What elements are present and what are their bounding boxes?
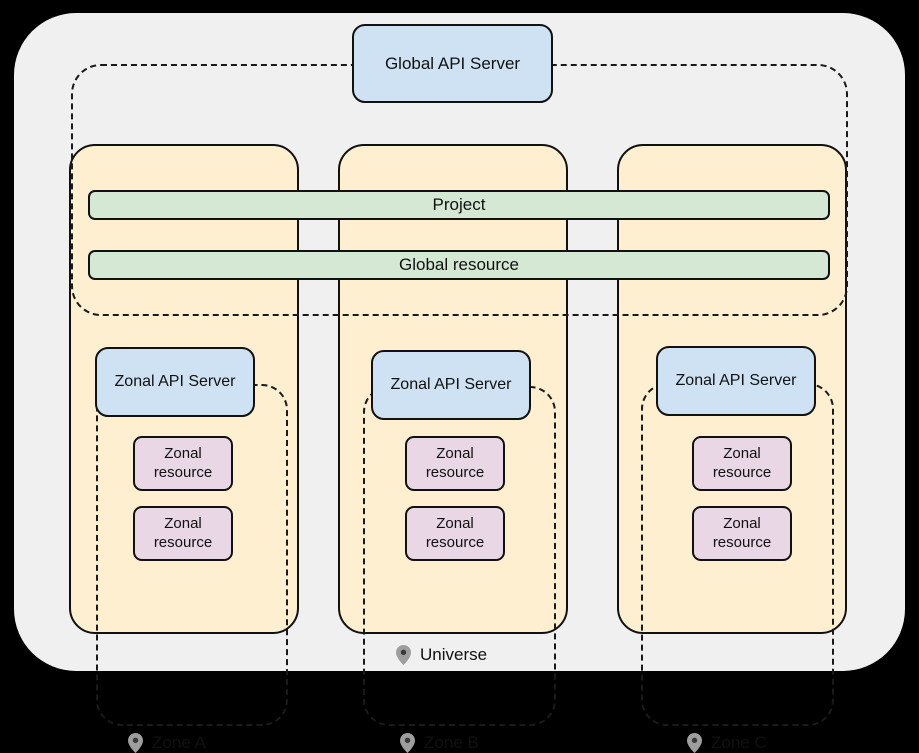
zone-label-text: Zone B — [424, 733, 479, 752]
zonal-resource-c-2[interactable]: Zonal resource — [692, 506, 792, 561]
global-api-server[interactable]: Global API Server — [352, 24, 553, 103]
zonal-resource-a-2[interactable]: Zonal resource — [133, 506, 233, 561]
map-pin-icon — [400, 733, 415, 753]
zone-label-a: Zone A — [128, 733, 206, 753]
zone-label-b: Zone B — [400, 733, 479, 753]
global-resource-bar[interactable]: Global resource — [88, 250, 830, 280]
zonal-resource-b-2[interactable]: Zonal resource — [405, 506, 505, 561]
zone-container-b[interactable]: Zonal API Server Zonal resource Zonal re… — [338, 144, 568, 753]
map-pin-icon — [396, 645, 411, 665]
zonal-resource-label-line1: Zonal — [723, 514, 761, 532]
universe-label-text: Universe — [420, 645, 488, 664]
zonal-resource-label-line2: resource — [153, 533, 213, 551]
zone-container-c[interactable]: Zonal API Server Zonal resource Zonal re… — [617, 144, 847, 753]
zonal-resource-label-line2: resource — [712, 463, 772, 481]
zone-label-text: Zone C — [711, 733, 767, 752]
zonal-api-server-a[interactable]: Zonal API Server — [95, 347, 255, 417]
diagram-canvas: Zonal API Server Zonal resource Zonal re… — [14, 13, 905, 753]
zonal-resource-label-line2: resource — [425, 463, 485, 481]
zonal-resource-label-line2: resource — [153, 463, 213, 481]
zonal-resource-label-line1: Zonal — [164, 514, 202, 532]
map-pin-icon — [687, 733, 702, 753]
map-pin-icon — [128, 733, 143, 753]
zone-container-a[interactable]: Zonal API Server Zonal resource Zonal re… — [69, 144, 299, 753]
zonal-resource-label-line2: resource — [712, 533, 772, 551]
project-bar[interactable]: Project — [88, 190, 830, 220]
zonal-api-server-b[interactable]: Zonal API Server — [371, 350, 531, 420]
universe-label: Universe — [396, 645, 487, 665]
zonal-resource-label-line1: Zonal — [436, 444, 474, 462]
zone-label-text: Zone A — [152, 733, 206, 752]
zonal-resource-label-line1: Zonal — [723, 444, 761, 462]
zonal-resource-label-line1: Zonal — [436, 514, 474, 532]
zonal-resource-label-line1: Zonal — [164, 444, 202, 462]
zonal-resource-c-1[interactable]: Zonal resource — [692, 436, 792, 491]
zonal-resource-label-line2: resource — [425, 533, 485, 551]
zone-label-c: Zone C — [687, 733, 767, 753]
zonal-resource-b-1[interactable]: Zonal resource — [405, 436, 505, 491]
zonal-resource-a-1[interactable]: Zonal resource — [133, 436, 233, 491]
zonal-api-server-c[interactable]: Zonal API Server — [656, 346, 816, 416]
